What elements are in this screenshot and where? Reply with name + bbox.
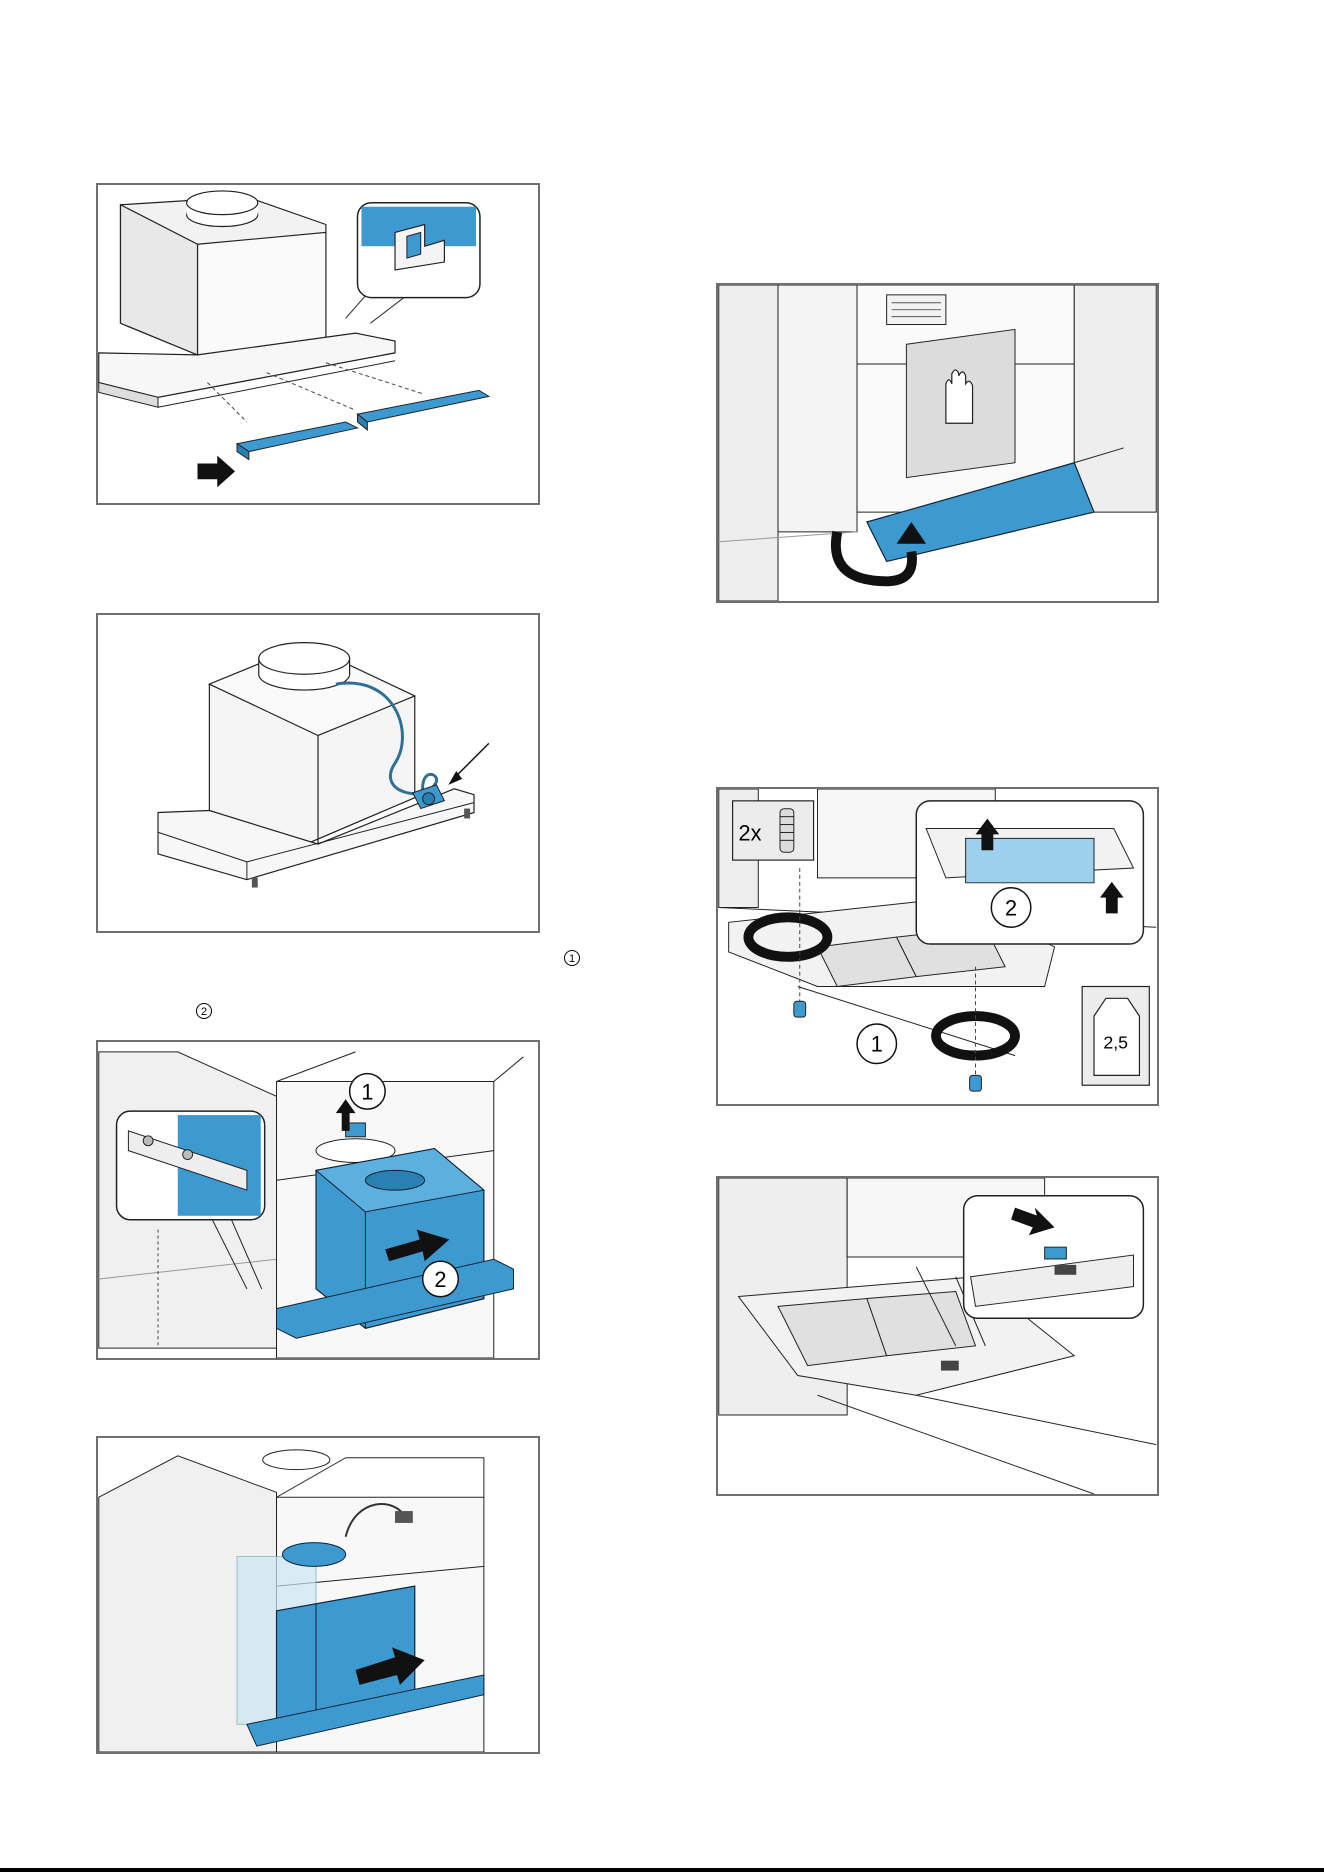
push-arrow-icon xyxy=(198,456,236,488)
step-ref-1: 1 xyxy=(564,950,580,966)
figure-2-hood-plug xyxy=(96,613,540,933)
figure-6-illustration: 2x 1 2 2,5 xyxy=(718,789,1157,1104)
step-ref-2: 2 xyxy=(196,1003,212,1019)
figure-4-unit-installed xyxy=(96,1436,540,1754)
callout-2: 2 xyxy=(1005,895,1017,920)
figure-5-fold-panel xyxy=(716,283,1159,603)
figure-7-latch xyxy=(716,1176,1159,1496)
figure-1-illustration xyxy=(98,185,538,503)
figure-4-illustration xyxy=(98,1438,538,1752)
qty-label: 2x xyxy=(739,820,762,845)
tool-size-label: 2,5 xyxy=(1103,1033,1128,1053)
figure-2-illustration xyxy=(98,615,538,931)
screw-icon xyxy=(780,809,794,852)
figure-6-screws: 2x 1 2 2,5 xyxy=(716,787,1159,1106)
callout-1: 1 xyxy=(361,1079,373,1104)
page-bottom-rule xyxy=(0,1868,1324,1872)
figure-3-push-unit: 1 2 xyxy=(96,1040,540,1360)
callout-1: 1 xyxy=(871,1032,883,1057)
figure-1-filter-strip xyxy=(96,183,540,505)
callout-2: 2 xyxy=(434,1267,446,1292)
figure-7-illustration xyxy=(718,1178,1157,1494)
figure-5-illustration xyxy=(718,285,1157,601)
figure-3-illustration: 1 2 xyxy=(98,1042,538,1358)
